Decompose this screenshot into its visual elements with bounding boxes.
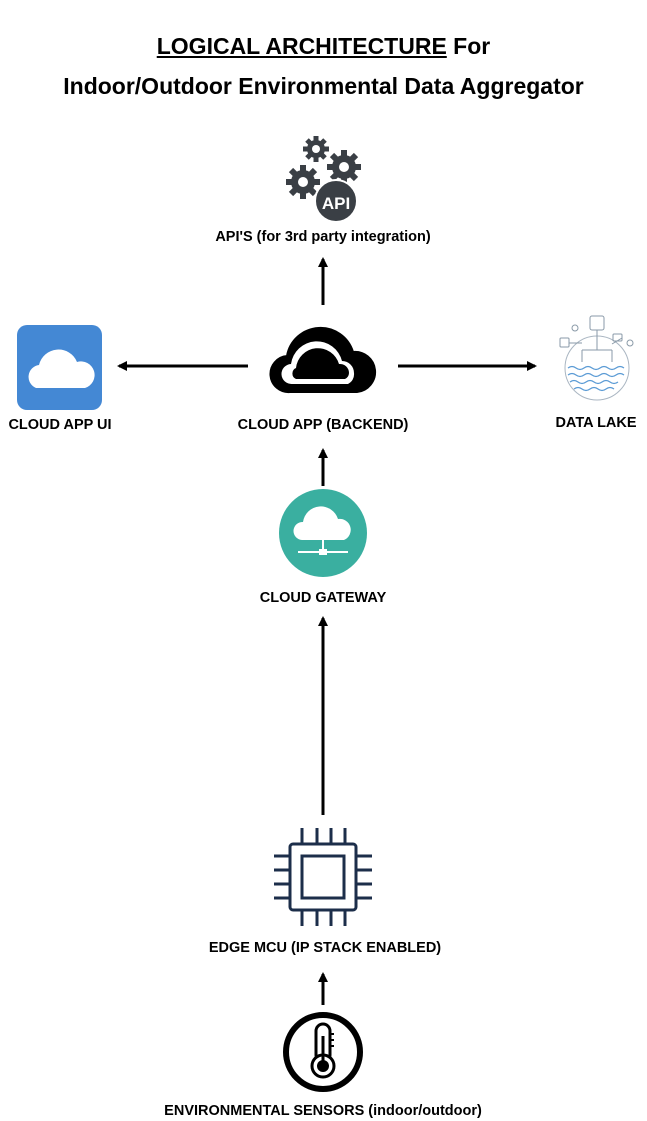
cloud-gateway-label: CLOUD GATEWAY bbox=[259, 590, 387, 606]
thermometer-icon bbox=[283, 1012, 363, 1092]
api-gears-icon: API bbox=[286, 136, 361, 223]
cloud-network-icon bbox=[279, 489, 367, 577]
apis-label: API'S (for 3rd party integration) bbox=[215, 229, 431, 245]
title-suffix: For bbox=[446, 33, 491, 59]
title-underlined: LOGICAL ARCHITECTURE bbox=[156, 33, 447, 59]
diagram-title-line2: Indoor/Outdoor Environmental Data Aggreg… bbox=[63, 73, 584, 99]
microchip-icon bbox=[274, 828, 372, 926]
api-badge-text: API bbox=[322, 194, 350, 213]
sensors-label: ENVIRONMENTAL SENSORS (indoor/outdoor) bbox=[164, 1103, 482, 1119]
data-lake-icon bbox=[559, 315, 634, 401]
diagram-title-line1: LOGICAL ARCHITECTURE For bbox=[0, 31, 647, 61]
cloud-app-ui-label: CLOUD APP UI bbox=[8, 417, 112, 433]
cloud-outline-icon bbox=[269, 326, 377, 394]
cloud-app-backend-label: CLOUD APP (BACKEND) bbox=[237, 417, 409, 433]
cloud-app-icon bbox=[17, 325, 102, 410]
edge-mcu-label: EDGE MCU (IP STACK ENABLED) bbox=[208, 940, 442, 956]
data-lake-label: DATA LAKE bbox=[555, 415, 637, 431]
connector-arrows bbox=[117, 257, 537, 1005]
